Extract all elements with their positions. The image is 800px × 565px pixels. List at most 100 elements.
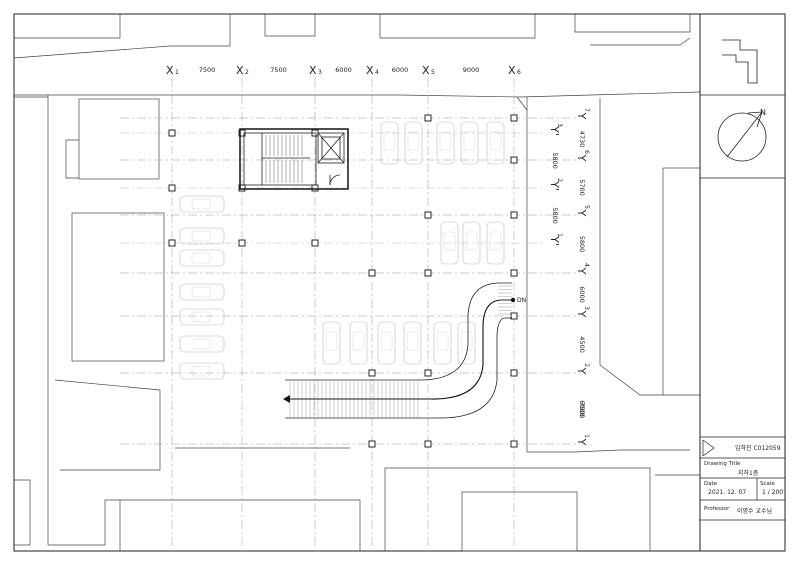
parked-car-roof (463, 131, 476, 151)
north-arrow-icon (700, 111, 785, 179)
ramp-down-label: DN (517, 297, 526, 304)
structural-column (424, 369, 432, 377)
date-label: Date (704, 481, 718, 487)
y-prime-grid-label-sub: 1 (556, 233, 563, 237)
x-grid-label: X (236, 64, 244, 77)
x-grid-label: X (166, 64, 174, 77)
parked-car-roof (460, 331, 473, 351)
x-grid-label-sub: 4 (375, 69, 379, 76)
x-grid-spacing: 6000 (335, 66, 352, 74)
sheet-border (13, 13, 786, 552)
y-prime-grid-spacing: 5800 (551, 152, 559, 169)
parked-car-roof (383, 131, 396, 151)
y-grid-label: Y (575, 112, 588, 120)
x-grid-label: X (508, 64, 516, 77)
parked-car (179, 283, 225, 301)
structural-column (368, 440, 376, 448)
y-grid-label-sub: 5 (583, 205, 590, 209)
parked-car (179, 335, 225, 353)
parked-car-roof (380, 331, 393, 351)
y-grid-label-sub: 3 (583, 306, 590, 310)
parked-car-roof (191, 338, 211, 350)
ramp-arrow-icon (283, 395, 290, 403)
structural-column (510, 211, 518, 219)
student-name: 임하진 C012059 (735, 445, 781, 452)
x-grid-label: X (366, 64, 374, 77)
scale-label: Scale (760, 481, 775, 487)
parked-car (433, 321, 452, 365)
structural-column (424, 211, 432, 219)
y-grid-spacing: 7500 (578, 402, 586, 419)
structural-columns (168, 114, 518, 448)
parking-cars (179, 121, 505, 380)
parked-car (179, 249, 225, 267)
x-grid-label-sub: 5 (431, 69, 435, 76)
parked-car-roof (191, 311, 211, 323)
structural-column (510, 156, 518, 164)
x-grid-label-sub: 6 (517, 69, 521, 76)
parked-car-roof (325, 331, 338, 351)
parked-car (179, 227, 225, 245)
drawing-title-label: Drawing Title (704, 461, 741, 467)
parked-car-roof (465, 231, 478, 251)
date-value: 2021. 12. 07 (708, 489, 747, 496)
y-grid-label: Y (575, 267, 588, 275)
structural-column (510, 440, 518, 448)
parked-car (460, 121, 479, 165)
structural-column (510, 312, 518, 320)
parked-car-roof (191, 198, 211, 210)
parked-car-roof (489, 231, 502, 251)
y-grid-label: Y (575, 367, 588, 375)
title-block-table (700, 436, 785, 521)
parked-car (380, 121, 399, 165)
y-grid-label: Y (575, 438, 588, 446)
parked-car-roof (407, 131, 420, 151)
parked-car (349, 321, 368, 365)
structural-column (510, 114, 518, 122)
context-buildings (13, 14, 701, 552)
ramp (283, 282, 516, 419)
parked-car (179, 362, 225, 380)
y-prime-grid-label-sub: 2 (556, 178, 563, 182)
y-grid-label: Y (575, 209, 588, 217)
y-grid-label-sub: 4 (583, 263, 590, 267)
parked-car-roof (191, 252, 211, 264)
parked-car-roof (191, 365, 211, 377)
y-grid-spacing: 4500 (578, 336, 586, 353)
parked-car (486, 221, 505, 265)
y-grid-labels: Y7Y6Y5Y4Y3Y2Y147305700580060004500600075… (548, 108, 590, 446)
y-prime-grid-label: Y' (548, 180, 561, 191)
structural-column (168, 184, 176, 192)
parked-car (457, 321, 476, 365)
parked-car-roof (191, 230, 211, 242)
y-grid-label: Y (575, 154, 588, 162)
structural-column (238, 239, 246, 247)
parked-car (322, 321, 341, 365)
y-grid-spacing: 5700 (578, 179, 586, 196)
drawing-title-value: 지하1층 (738, 470, 759, 477)
parked-car-roof (191, 286, 211, 298)
x-grid-label: X (309, 64, 317, 77)
x-grid-label-sub: 2 (245, 69, 249, 76)
scale-value: 1 / 200 (762, 489, 784, 496)
structural-column (168, 239, 176, 247)
y-grid-spacing: 6000 (578, 286, 586, 303)
structural-column (424, 440, 432, 448)
parked-car (179, 195, 225, 213)
parked-car (436, 121, 455, 165)
parked-car (404, 121, 423, 165)
stair-core (239, 128, 349, 190)
structural-column (424, 114, 432, 122)
structural-column (238, 184, 246, 192)
y-prime-grid-label: Y' (548, 235, 561, 246)
x-grid-spacing: 9000 (463, 66, 480, 74)
parked-car-roof (352, 331, 365, 351)
y-grid-label-sub: 2 (583, 363, 590, 367)
key-plan (700, 39, 785, 96)
professor-value: 이명수 교수님 (737, 508, 773, 515)
structural-column (368, 369, 376, 377)
parked-car-roof (443, 231, 456, 251)
y-prime-grid-spacing: 5800 (551, 207, 559, 224)
y-prime-grid-label-sub: 3 (556, 123, 563, 127)
